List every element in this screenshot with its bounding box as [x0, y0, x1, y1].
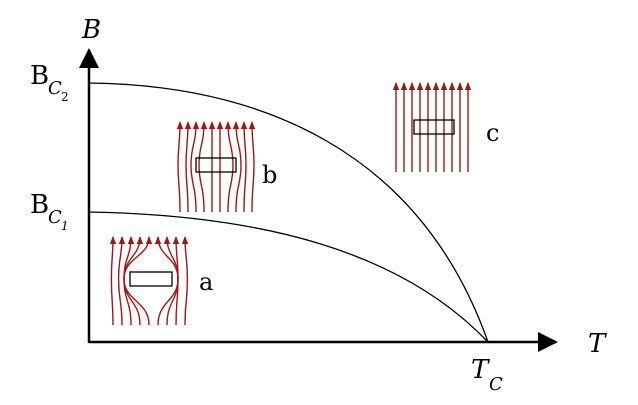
field-line-b-6-arrowhead: [216, 121, 224, 129]
region-label-c: c: [486, 119, 499, 147]
field-line-a-8: [175, 236, 179, 326]
field-line-a-3-arrowhead: [127, 236, 135, 244]
field-line-a-9-arrowhead: [181, 236, 189, 244]
field-line-a-4-arrowhead: [136, 236, 144, 244]
meissner-state-field-lines: [109, 236, 189, 326]
field-line-b-7: [227, 121, 234, 213]
field-line-c-2-arrowhead: [400, 82, 408, 90]
field-line-b-10-arrowhead: [248, 121, 256, 129]
svg-text:B: B: [30, 190, 49, 220]
field-line-c-7-arrowhead: [440, 82, 448, 90]
field-line-b-4-arrowhead: [200, 121, 208, 129]
field-line-c-9-arrowhead: [456, 82, 464, 90]
svg-text:1: 1: [61, 219, 69, 233]
svg-text:2: 2: [61, 90, 69, 104]
field-line-b-10: [251, 121, 255, 213]
region-label-b: b: [262, 161, 277, 189]
bc1-curve: [88, 211, 489, 343]
field-line-c-8-arrowhead: [448, 82, 456, 90]
sample-a: [129, 271, 173, 287]
field-line-a-9: [184, 236, 189, 326]
field-line-a-5-arrowhead: [145, 236, 153, 244]
sample-c: [413, 119, 455, 135]
tc-label: T C: [471, 355, 503, 395]
field-line-b-2-arrowhead: [184, 121, 192, 129]
field-line-b-1-arrowhead: [176, 121, 184, 129]
svg-text:C: C: [48, 78, 62, 99]
field-line-c-5-arrowhead: [424, 82, 432, 90]
bc2-curve: [88, 82, 489, 343]
bc1-label: B C 1: [30, 190, 69, 233]
svg-text:C: C: [489, 374, 503, 395]
field-line-b-8: [235, 121, 242, 213]
field-line-c-10-arrowhead: [464, 82, 472, 90]
svg-text:T: T: [471, 355, 490, 385]
field-line-b-4: [198, 121, 205, 213]
normal-state-field-lines: [392, 82, 472, 172]
field-line-a-6-arrowhead: [154, 236, 162, 244]
field-line-b-3-arrowhead: [192, 121, 200, 129]
field-line-b-7-arrowhead: [224, 121, 232, 129]
sample-b: [195, 157, 237, 173]
field-line-c-3-arrowhead: [408, 82, 416, 90]
svg-text:B: B: [30, 61, 49, 91]
field-line-a-5: [123, 236, 150, 326]
field-line-b-3: [190, 121, 197, 213]
field-line-a-2: [117, 236, 123, 326]
field-line-b-9-arrowhead: [240, 121, 248, 129]
svg-text:C: C: [48, 207, 62, 228]
field-line-b-5-arrowhead: [208, 121, 216, 129]
field-line-b-8-arrowhead: [232, 121, 240, 129]
mixed-state-field-lines: [176, 121, 256, 213]
field-line-a-1-arrowhead: [109, 236, 117, 244]
field-line-c-1-arrowhead: [392, 82, 400, 90]
field-line-b-2: [185, 121, 189, 213]
field-line-b-1: [177, 121, 181, 213]
y-axis-label: B: [81, 15, 101, 45]
field-line-c-6-arrowhead: [432, 82, 440, 90]
field-line-a-7-arrowhead: [163, 236, 171, 244]
field-line-a-2-arrowhead: [118, 236, 126, 244]
region-label-a: a: [199, 268, 213, 296]
field-line-b-9: [243, 121, 247, 213]
field-line-a-1: [110, 236, 114, 326]
field-line-c-4-arrowhead: [416, 82, 424, 90]
bc2-label: B C 2: [30, 61, 69, 104]
x-axis-label: T: [588, 329, 607, 359]
field-line-a-8-arrowhead: [172, 236, 180, 244]
